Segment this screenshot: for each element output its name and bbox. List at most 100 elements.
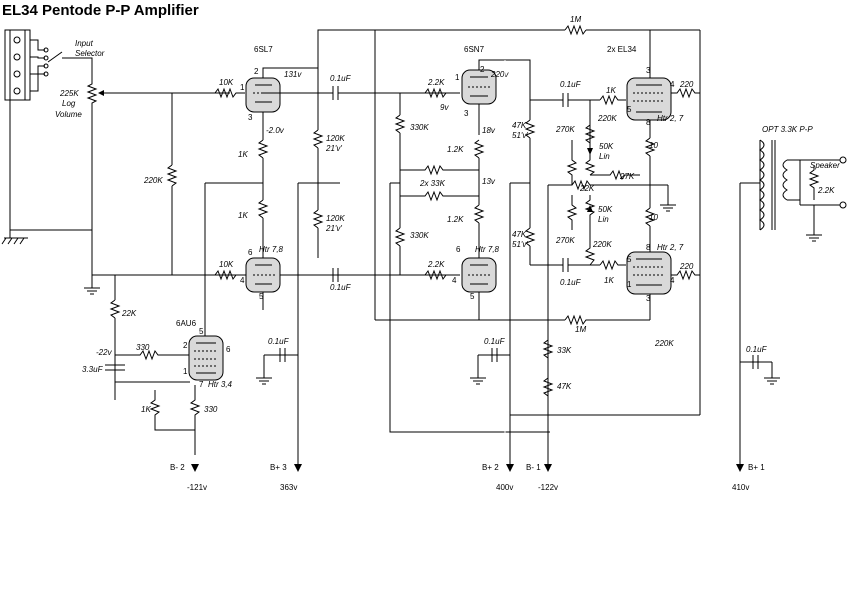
cap-label: 0.1uF	[746, 345, 768, 354]
r-47k-label: 47K	[512, 121, 527, 130]
supply-b-1-voltage: -122v	[538, 483, 558, 492]
tube-6sn7-label: 6SN7	[464, 45, 485, 54]
r-1m-label: 1M	[570, 15, 581, 24]
pin-label: 2	[480, 65, 485, 74]
r-2-2k-label: 2.2K	[817, 186, 835, 195]
volume-label-2: Log	[62, 99, 76, 108]
r-120k-label: 120K	[326, 214, 345, 223]
pin-label: 4	[670, 80, 675, 89]
tube-6au6-label: 6AU6	[176, 319, 197, 328]
volume-label-1: 225K	[59, 89, 79, 98]
tube-6au6	[188, 335, 224, 381]
supply-b+3-voltage: 363v	[280, 483, 297, 492]
r-120k-label: 120K	[326, 134, 345, 143]
supply-b-1-label: B- 1	[526, 463, 541, 472]
r-1m-label: 1M	[575, 325, 586, 334]
voltage-label: -2.0v	[266, 126, 285, 135]
r-1-2k-label: 1.2K	[447, 145, 464, 154]
tube-el34-label: 2x EL34	[607, 45, 637, 54]
tube-6sl7-label: 6SL7	[254, 45, 273, 54]
supply-b+3-label: B+ 3	[270, 463, 287, 472]
pin-label: 3	[646, 294, 651, 303]
voltage-label: 13v	[482, 177, 496, 186]
pin-label: 2	[183, 341, 188, 350]
pin-label: 8	[646, 243, 651, 252]
pin-label: 4	[452, 276, 457, 285]
pin-label: 1	[183, 367, 188, 376]
r-50k-label: 50K	[598, 205, 613, 214]
diagram-title: EL34 Pentode P-P Amplifier	[2, 2, 199, 19]
supply-b+2-label: B+ 2	[482, 463, 499, 472]
blank-area	[0, 493, 859, 600]
r-2-2k-label: 2.2K	[427, 260, 445, 269]
supply-b-2-voltage: -121v	[187, 483, 207, 492]
pin-label: 5	[627, 255, 632, 264]
r-270k-label: 270K	[555, 125, 575, 134]
r-220-label: 220	[679, 80, 694, 89]
r-2x33k-label: 2x 33K	[419, 179, 446, 188]
tube-el34-upper	[626, 77, 672, 121]
r-2-2k-label: 2.2K	[427, 78, 445, 87]
r-47k-label: 47K	[557, 382, 572, 391]
input-selector-label-2: Selector	[75, 49, 105, 58]
r-330k-label: 330K	[410, 231, 429, 240]
r-220k-label: 220K	[654, 339, 674, 348]
input-selector-label-1: Input	[75, 39, 94, 48]
r-1k-label: 1K	[604, 276, 614, 285]
pin-label: 3	[646, 66, 651, 75]
voltage-label: 131v	[284, 70, 302, 79]
pin-label: 1	[627, 280, 632, 289]
r-220k-label: 220K	[143, 176, 163, 185]
voltage-label: 21'v'	[325, 224, 342, 233]
r-22k-label: 22K	[579, 184, 595, 193]
tube-6sn7-lower	[461, 257, 497, 293]
pin-label: 5	[627, 105, 632, 114]
lin-label: Lin	[599, 152, 610, 161]
tube-6sl7-lower	[245, 257, 281, 293]
r-330k-label: 330K	[410, 123, 429, 132]
r-10-label: 10	[649, 213, 658, 222]
pin-label: 8	[646, 118, 651, 127]
pin-label: 7	[199, 380, 204, 389]
pin-label: 6	[248, 248, 253, 257]
heater-label: Htr 7,8	[259, 245, 284, 254]
r-27k-label: 27K	[619, 172, 635, 181]
r-220k-label: 220K	[597, 114, 617, 123]
heater-label: Htr 2, 7	[657, 243, 684, 252]
r-220-label: 220	[679, 262, 694, 271]
pin-label: 4	[670, 276, 675, 285]
supply-arrow-b+1	[736, 455, 744, 472]
input-connector	[1, 29, 93, 245]
r-270k-label: 270K	[555, 236, 575, 245]
supply-b-2-label: B- 2	[170, 463, 185, 472]
r-10k-label-b: 10K	[219, 260, 234, 269]
r-1k-label: 1K	[606, 86, 616, 95]
r-10-label: 10	[649, 141, 658, 150]
voltage-label: 51'v'	[512, 131, 528, 140]
pin-label: 5	[470, 292, 475, 301]
cap-label: 0.1uF	[560, 80, 582, 89]
pin-label: 1	[455, 73, 460, 82]
voltage-label: 9v	[440, 103, 449, 112]
pin-label: 3	[248, 113, 253, 122]
pin-label: 6	[456, 245, 461, 254]
r-22k-label: 22K	[121, 309, 137, 318]
cap-label: 3.3uF	[82, 365, 104, 374]
heater-label: Htr 2, 7	[657, 114, 684, 123]
heater-label: Htr 7,8	[475, 245, 500, 254]
cap-label: 0.1uF	[330, 283, 352, 292]
supply-b+1-label: B+ 1	[748, 463, 765, 472]
r-1k-label: 1K	[238, 211, 248, 220]
tube-el34-lower	[626, 251, 672, 295]
supply-arrow-b+2	[506, 455, 514, 472]
supply-arrow-b+3	[294, 455, 302, 472]
cap-label: 0.1uF	[268, 337, 290, 346]
pin-label: 3	[464, 109, 469, 118]
heater-label: Htr 3,4	[208, 380, 233, 389]
supply-arrow-b-2	[191, 464, 199, 472]
cap-label: 0.1uF	[330, 74, 352, 83]
cap-label: 0.1uF	[484, 337, 506, 346]
pin-label: 6	[226, 345, 231, 354]
schematic-diagram: EL34 Pentode P-P Amplifier Input Selecto…	[1, 0, 847, 493]
schematic-sheet: EL34 Pentode P-P Amplifier Input Selecto…	[1, 0, 847, 493]
